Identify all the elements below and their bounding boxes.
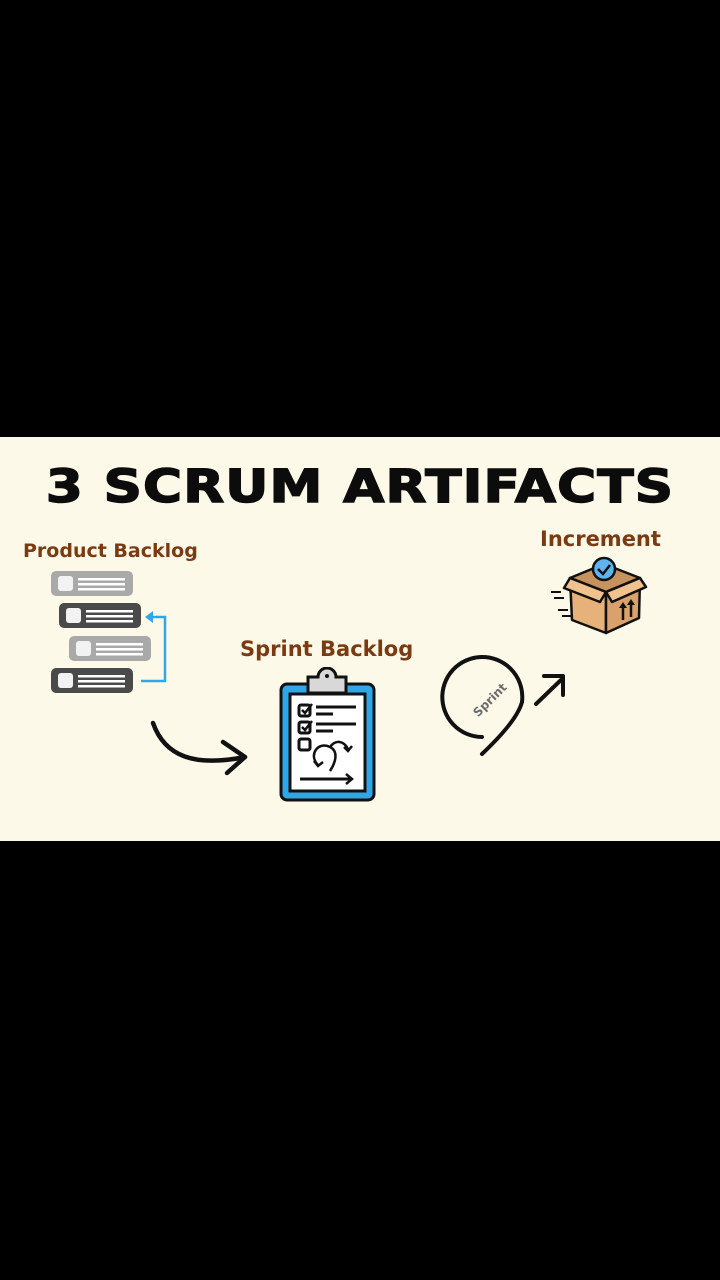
page-title: 3 SCRUM ARTIFACTS <box>45 459 675 514</box>
artifacts-panel: 3 SCRUM ARTIFACTS Product Backlog <box>0 437 720 841</box>
sprint-loop-arrow-icon: Sprint <box>440 655 565 756</box>
sprint-backlog-label: Sprint Backlog <box>240 637 414 661</box>
increment-label: Increment <box>540 527 661 551</box>
clipboard-checklist-icon <box>279 667 376 802</box>
sprint-label: Sprint <box>470 680 509 719</box>
product-backlog-label: Product Backlog <box>23 540 198 562</box>
box-check-icon <box>551 556 648 635</box>
backlog-list-icon <box>51 571 167 693</box>
curved-arrow-icon <box>150 720 248 776</box>
